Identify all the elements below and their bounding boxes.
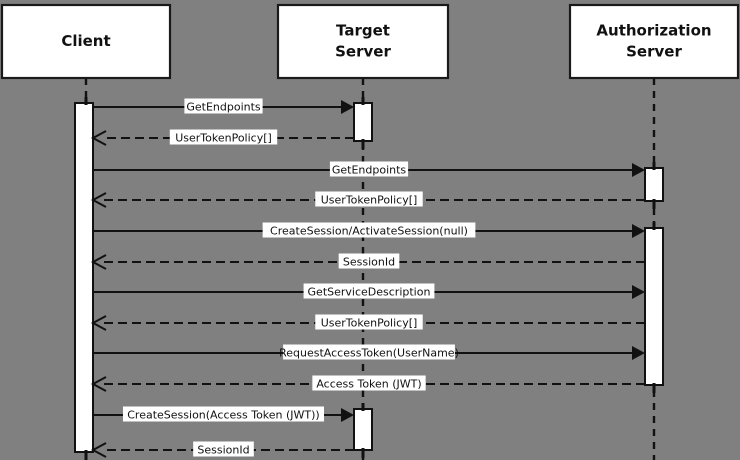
message-5-createsession-activatesession-null: CreateSession/ActivateSession(null)	[93, 222, 645, 238]
message-4-usertokenpolicy: UserTokenPolicy[]	[90, 191, 645, 208]
message-9-requestaccesstoken-username: RequestAccessToken(UserName)	[93, 344, 645, 360]
message-6-sessionid: SessionId	[90, 253, 645, 270]
message-12-sessionid: SessionId	[90, 441, 354, 458]
participant-box-client[interactable]	[0, 3, 172, 80]
message-11-createsession-access-token-jwt: CreateSession(Access Token (JWT))	[93, 406, 354, 422]
activation-bar-client-1	[74, 102, 94, 453]
participant-label-client: Client	[61, 32, 110, 50]
message-label-bg-4	[315, 191, 423, 207]
message-3-getendpoints: GetEndpoints	[93, 161, 645, 177]
message-label-6: SessionId	[343, 256, 395, 269]
message-label-bg-9	[283, 344, 455, 360]
message-label-3: GetEndpoints	[332, 164, 407, 177]
arrowhead-filled-7	[632, 285, 645, 299]
message-1-getendpoints: GetEndpoints	[93, 98, 354, 114]
message-label-bg-10	[312, 375, 426, 391]
message-10-access-token-jwt: Access Token (JWT)	[90, 375, 645, 392]
arrowhead-filled-5	[632, 224, 645, 238]
participant-label-authorization-server: Authorization	[596, 22, 711, 40]
message-label-bg-11	[122, 406, 325, 422]
activations-layer	[74, 97, 664, 460]
message-label-10: Access Token (JWT)	[316, 378, 421, 391]
participant-label-target-server: Server	[335, 43, 391, 61]
activation-bar-authorization-server-2	[644, 227, 664, 386]
participant-client[interactable]: Client	[0, 3, 172, 80]
message-2-usertokenpolicy: UserTokenPolicy[]	[90, 129, 354, 146]
arrowhead-open-2	[90, 130, 107, 146]
message-label-8: UserTokenPolicy[]	[321, 317, 418, 330]
arrowhead-open-4	[90, 192, 107, 208]
message-8-usertokenpolicy: UserTokenPolicy[]	[90, 314, 645, 331]
arrowhead-open-10	[90, 376, 107, 392]
message-label-bg-5	[262, 222, 476, 238]
message-label-5: CreateSession/ActivateSession(null)	[270, 225, 468, 238]
arrowhead-filled-9	[632, 346, 645, 360]
message-label-bg-12	[193, 441, 254, 457]
message-label-12: SessionId	[197, 444, 249, 457]
message-7-getservicedescription: GetServiceDescription	[93, 283, 645, 299]
message-label-bg-1	[184, 98, 263, 114]
message-label-bg-2	[169, 129, 278, 145]
participant-label-authorization-server: Server	[626, 43, 682, 61]
participant-label-target-server: Target	[336, 22, 390, 40]
message-label-bg-3	[329, 161, 409, 177]
arrowhead-filled-1	[341, 100, 354, 114]
participant-box-authorization-server[interactable]	[568, 3, 740, 80]
activation-bar-authorization-server-1	[644, 167, 664, 202]
activation-bar-target-server-1	[353, 102, 373, 142]
messages-layer: GetEndpointsUserTokenPolicy[]GetEndpoint…	[90, 98, 645, 458]
message-label-4: UserTokenPolicy[]	[321, 194, 418, 207]
arrowhead-open-12	[90, 442, 107, 458]
message-label-1: GetEndpoints	[186, 101, 261, 114]
message-label-bg-6	[338, 253, 400, 269]
message-label-bg-7	[303, 283, 435, 299]
message-label-2: UserTokenPolicy[]	[175, 132, 272, 145]
message-label-11: CreateSession(Access Token (JWT))	[127, 409, 319, 422]
message-label-bg-8	[315, 314, 423, 330]
arrowhead-filled-3	[632, 163, 645, 177]
arrowhead-filled-11	[341, 408, 354, 422]
activation-bar-target-server-2	[353, 408, 373, 451]
arrowhead-open-6	[90, 254, 107, 270]
message-label-9: RequestAccessToken(UserName)	[279, 347, 459, 360]
arrowhead-open-8	[90, 315, 107, 331]
message-label-7: GetServiceDescription	[308, 286, 431, 299]
participant-box-target-server[interactable]	[276, 3, 450, 80]
